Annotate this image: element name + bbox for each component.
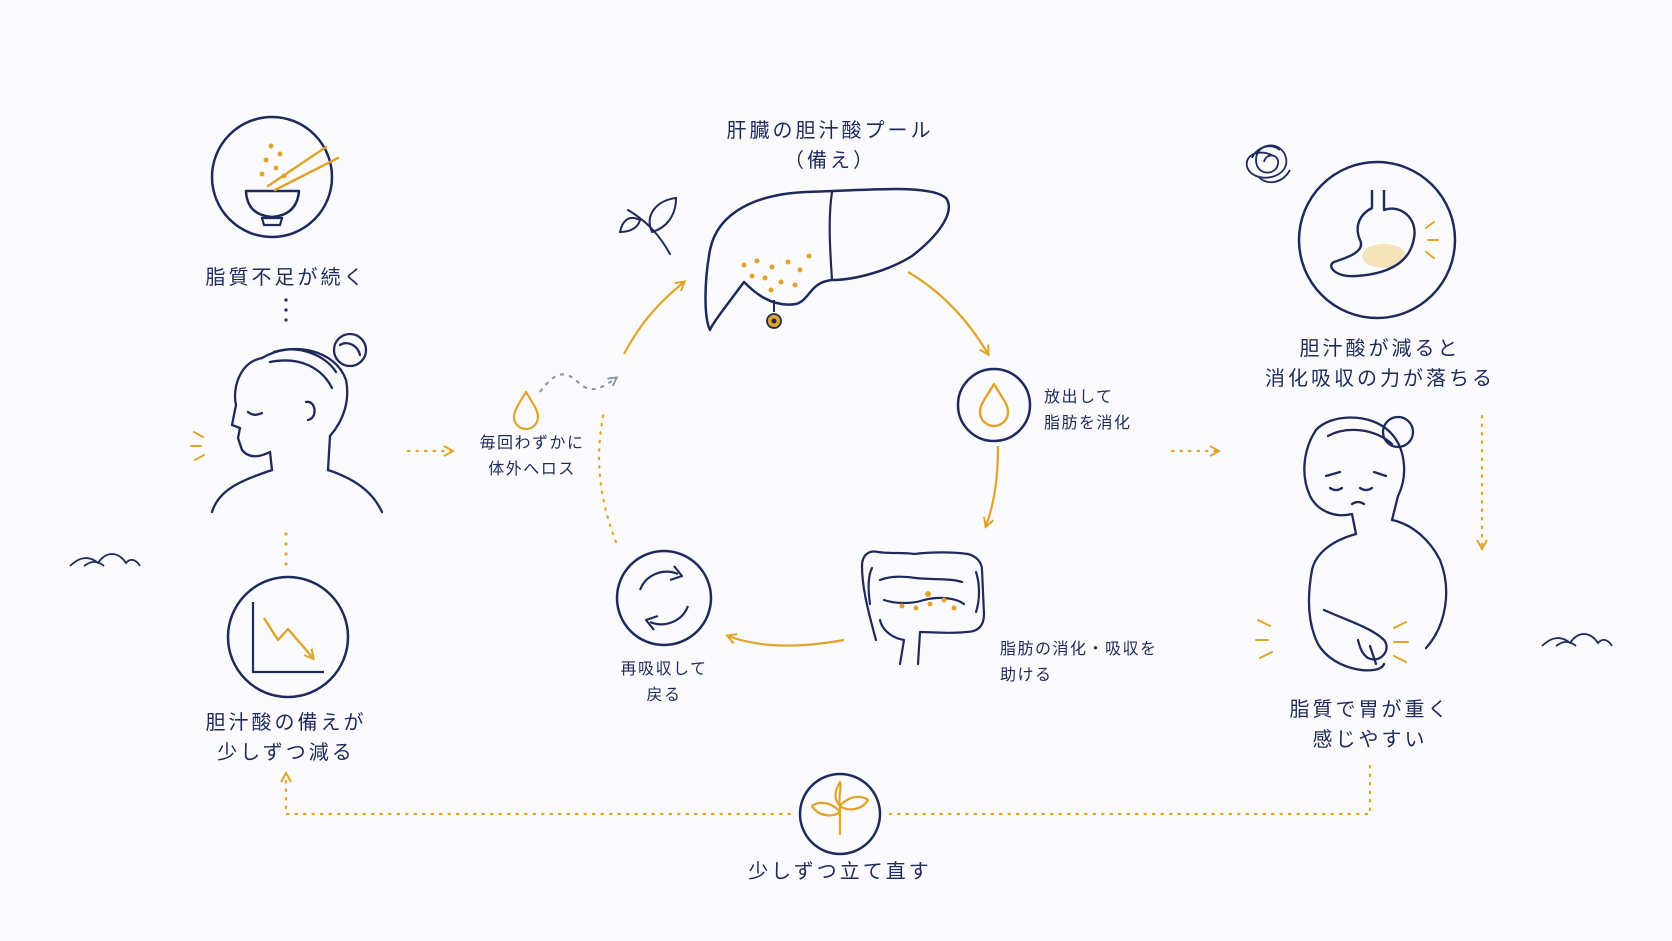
label-line: 感じやすい xyxy=(1312,727,1428,751)
label-line: 脂肪の消化・吸収を xyxy=(1000,639,1158,658)
dotted-connector xyxy=(284,532,288,566)
label-line: 脂肪を消化 xyxy=(1044,413,1132,432)
cloud-icon xyxy=(69,553,141,567)
label-line: 少しずつ減る xyxy=(217,740,355,764)
drop-icon xyxy=(512,390,540,431)
feedback-loop-line xyxy=(286,774,792,816)
flow-arrow xyxy=(623,282,684,355)
label-line: 脂質で胃が重く xyxy=(1289,697,1451,721)
label-help-digestion: 脂肪の消化・吸収を 助ける xyxy=(1000,636,1200,688)
label-lipid-shortage: 脂質不足が続く xyxy=(205,265,367,289)
label-bile-reserve-decreases: 胆汁酸の備えが 少しずつ減る xyxy=(186,707,386,767)
label-release-digest: 放出して 脂肪を消化 xyxy=(1044,384,1174,436)
loss-arrow xyxy=(539,373,616,393)
dotted-connector xyxy=(284,298,288,322)
flow-arrow xyxy=(728,636,845,647)
rice-bowl-icon xyxy=(210,115,340,239)
label-line: 放出して xyxy=(1044,387,1114,406)
label-line: 胆汁酸の備えが xyxy=(205,710,367,734)
declining-chart-icon xyxy=(226,575,350,699)
cycle-arrows-icon xyxy=(615,549,713,647)
leaf-sprig-icon xyxy=(618,196,678,255)
label-line: 消化吸収の力が落ちる xyxy=(1265,366,1495,390)
label-reabsorb-return: 再吸収して 戻る xyxy=(604,656,724,708)
sprout-icon xyxy=(798,772,882,856)
liver-icon xyxy=(704,187,950,332)
woman-holding-stomach-icon xyxy=(1303,415,1448,672)
label-line: （備え） xyxy=(784,148,876,172)
label-line: 再吸収して xyxy=(620,659,708,678)
label-line: 肝臓の胆汁酸プール xyxy=(726,118,934,142)
sparkle-marks xyxy=(190,431,205,461)
label-loss-outside: 毎回わずかに 体外へロス xyxy=(462,430,602,482)
tangled-scribble-icon xyxy=(1245,144,1291,184)
flow-arrow xyxy=(907,271,988,354)
intestine-icon xyxy=(860,550,986,666)
label-line: 胆汁酸が減ると xyxy=(1299,336,1461,360)
label-line: 体外へロス xyxy=(488,459,576,478)
label-stomach-heavy: 脂質で胃が重く 感じやすい xyxy=(1260,694,1480,754)
drop-icon xyxy=(956,367,1032,443)
woman-profile-icon xyxy=(210,332,384,514)
label-liver-pool: 肝臓の胆汁酸プール （備え） xyxy=(700,115,960,175)
stomach-icon xyxy=(1297,160,1457,320)
label-line: 毎回わずかに xyxy=(479,433,585,452)
cloud-icon xyxy=(1541,633,1613,647)
feedback-loop-line xyxy=(888,764,1372,816)
label-digestion-weakens: 胆汁酸が減ると 消化吸収の力が落ちる xyxy=(1240,333,1520,393)
flow-arrow xyxy=(986,445,1000,526)
label-line: 助ける xyxy=(1000,665,1053,684)
label-line: 戻る xyxy=(646,685,682,704)
sparkle-marks xyxy=(1255,619,1409,663)
label-rebuild: 少しずつ立て直す xyxy=(748,859,932,883)
